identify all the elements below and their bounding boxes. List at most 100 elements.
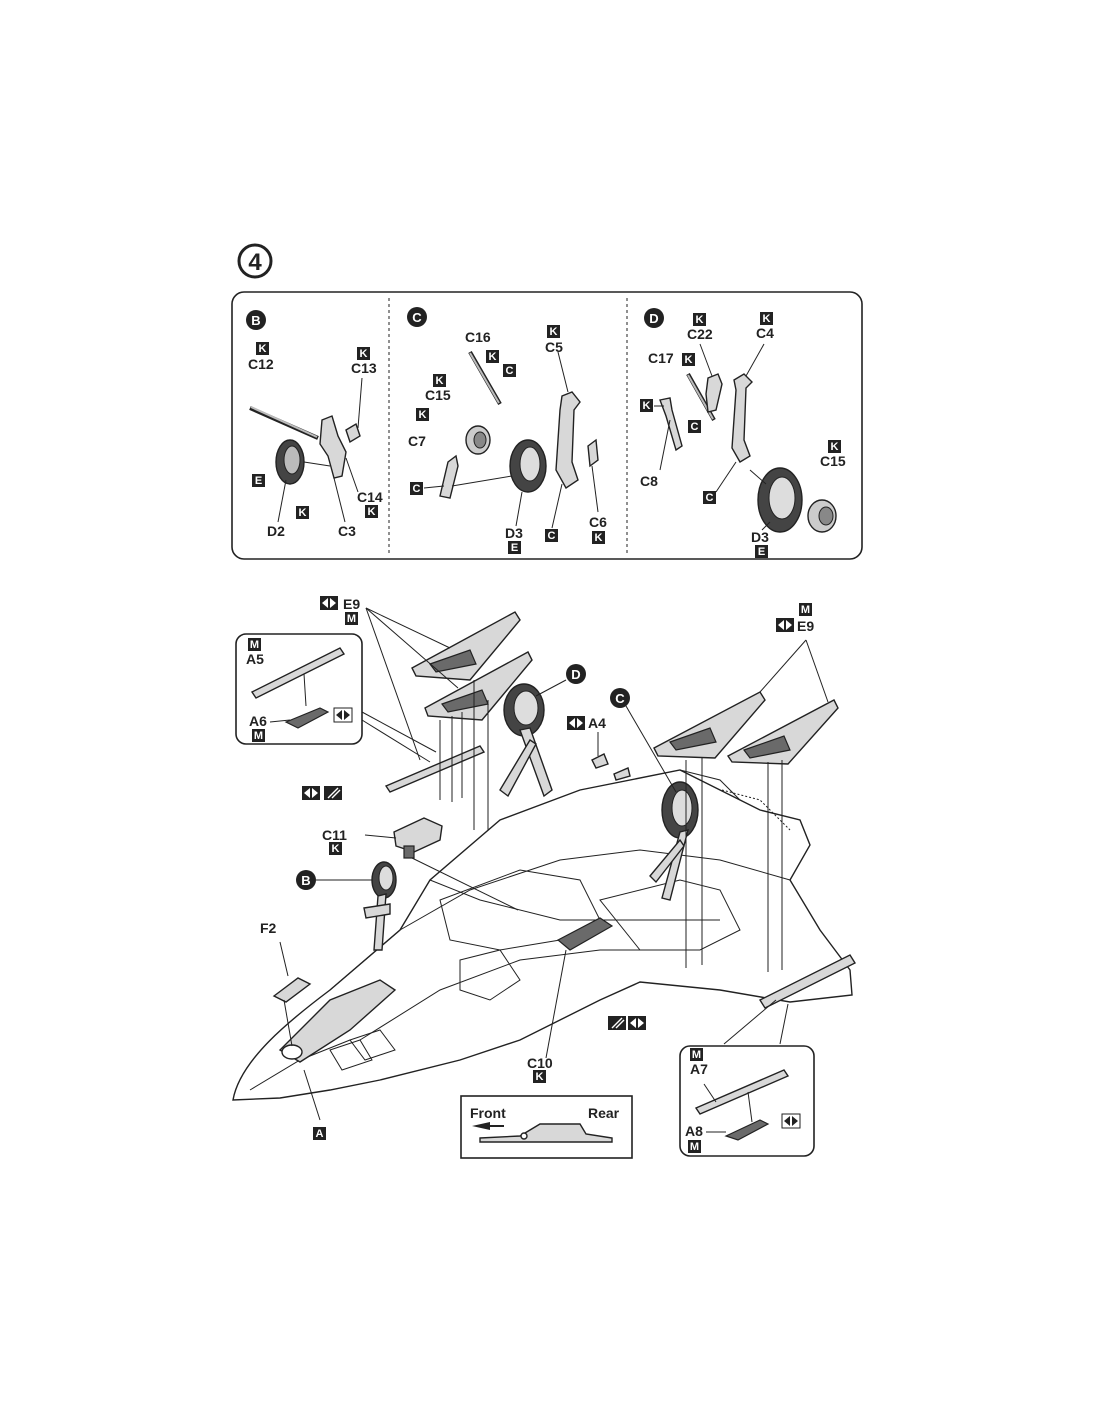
svg-text:K: K (436, 375, 444, 387)
part-m-badge: M (688, 1140, 701, 1153)
part-label-c8: C8 (640, 473, 658, 489)
part-k-badge: K (760, 312, 773, 325)
part-k-badge: K (486, 350, 499, 363)
part-label-c4: C4 (756, 325, 774, 341)
guide-lines (279, 607, 829, 1121)
part-c-badge: C (410, 482, 423, 495)
panel-b-callout: B (246, 310, 266, 330)
part-label-a8: A8 (685, 1123, 703, 1139)
part-k-badge: K (357, 347, 370, 360)
part-k-badge: K (433, 374, 446, 387)
svg-text:M: M (692, 1049, 701, 1061)
panel-d-callout: D (644, 308, 664, 328)
part-k-badge: K (828, 440, 841, 453)
part-label-c11: C11 (322, 827, 347, 843)
svg-text:K: K (259, 343, 267, 355)
part-k-badge: K (533, 1070, 546, 1083)
part-e-badge: E (755, 545, 768, 558)
callout-b: B (296, 870, 316, 890)
part-label-c3: C3 (338, 523, 356, 539)
svg-text:C: C (706, 492, 714, 504)
paint-icon (324, 786, 342, 800)
fuselage (232, 769, 853, 1101)
svg-text:K: K (360, 348, 368, 360)
panel-c-callout: C (407, 307, 427, 327)
part-label-a6: A6 (249, 713, 267, 729)
part-label-d3: D3 (751, 529, 769, 545)
flip-both-sides-icon (302, 786, 320, 800)
svg-text:C: C (413, 483, 421, 495)
svg-text:K: K (489, 351, 497, 363)
part-label-e9: E9 (797, 618, 814, 634)
part-c-badge: C (545, 529, 558, 542)
part-label-c6: C6 (589, 514, 607, 530)
svg-text:E: E (255, 475, 262, 487)
part-label-c15: C15 (425, 387, 451, 403)
part-c-badge: C (688, 420, 701, 433)
flip-both-sides-icon (333, 707, 353, 723)
part-label-a7: A7 (690, 1061, 708, 1077)
svg-text:E: E (758, 546, 765, 558)
part-k-badge: K (682, 353, 695, 366)
part-label-c14: C14 (357, 489, 383, 505)
part-k-badge: K (296, 506, 309, 519)
inset-a7-a8 (679, 1045, 815, 1157)
orientation-guide: Front Rear (460, 1095, 633, 1159)
part-label-c17: C17 (648, 350, 674, 366)
part-label-d3: D3 (505, 525, 523, 541)
panel-b: B K C12 K C13 E K D2 C14 K C3 (246, 310, 383, 539)
svg-text:D: D (571, 667, 580, 682)
svg-text:A: A (316, 1128, 324, 1140)
svg-text:K: K (685, 354, 693, 366)
part-m-badge: M (248, 638, 261, 651)
part-k-badge: K (365, 505, 378, 518)
part-k-badge: K (592, 531, 605, 544)
svg-text:K: K (763, 313, 771, 325)
svg-text:B: B (251, 313, 260, 328)
part-k-badge: K (329, 842, 342, 855)
svg-text:C: C (506, 365, 514, 377)
svg-text:K: K (595, 532, 603, 544)
flip-both-sides-icon (781, 1113, 801, 1129)
part-k-badge: K (640, 399, 653, 412)
part-m-badge: M (690, 1048, 703, 1061)
orientation-rear-label: Rear (588, 1105, 620, 1121)
svg-text:B: B (301, 873, 310, 888)
svg-text:C: C (412, 310, 422, 325)
panel-c: C C16 K C K C15 K C7 C K C5 C6 K D3 E C (407, 307, 607, 554)
cockpit (278, 979, 397, 1063)
part-f2 (272, 977, 312, 1003)
part-label-d2: D2 (267, 523, 285, 539)
part-label-c22: C22 (687, 326, 713, 342)
part-label-f2: F2 (260, 920, 277, 936)
part-k-badge: K (693, 313, 706, 326)
part-label-c10: C10 (527, 1055, 553, 1071)
svg-text:M: M (347, 613, 356, 625)
step-number: 4 (248, 249, 262, 276)
svg-text:K: K (536, 1071, 544, 1083)
svg-text:M: M (254, 730, 263, 742)
step-number-badge: 4 (237, 243, 273, 279)
part-label-e9: E9 (343, 596, 360, 612)
svg-text:K: K (643, 400, 651, 412)
svg-text:K: K (550, 326, 558, 338)
svg-text:K: K (332, 843, 340, 855)
part-label-c16: C16 (465, 329, 491, 345)
part-m-badge: M (799, 603, 812, 616)
part-e-badge: E (508, 541, 521, 554)
svg-text:K: K (299, 507, 307, 519)
svg-text:K: K (368, 506, 376, 518)
svg-text:M: M (801, 604, 810, 616)
flip-both-sides-icon (628, 1016, 646, 1030)
flip-both-sides-icon (567, 716, 585, 730)
orientation-front-label: Front (470, 1105, 506, 1121)
main-assembly: E9 M M E9 M A5 A6 M A4 (232, 596, 857, 1159)
flip-both-sides-icon (320, 596, 338, 610)
svg-text:C: C (691, 421, 699, 433)
part-label-a4: A4 (588, 715, 606, 731)
part-label-c15: C15 (820, 453, 846, 469)
part-k-badge: K (547, 325, 560, 338)
svg-text:K: K (831, 441, 839, 453)
